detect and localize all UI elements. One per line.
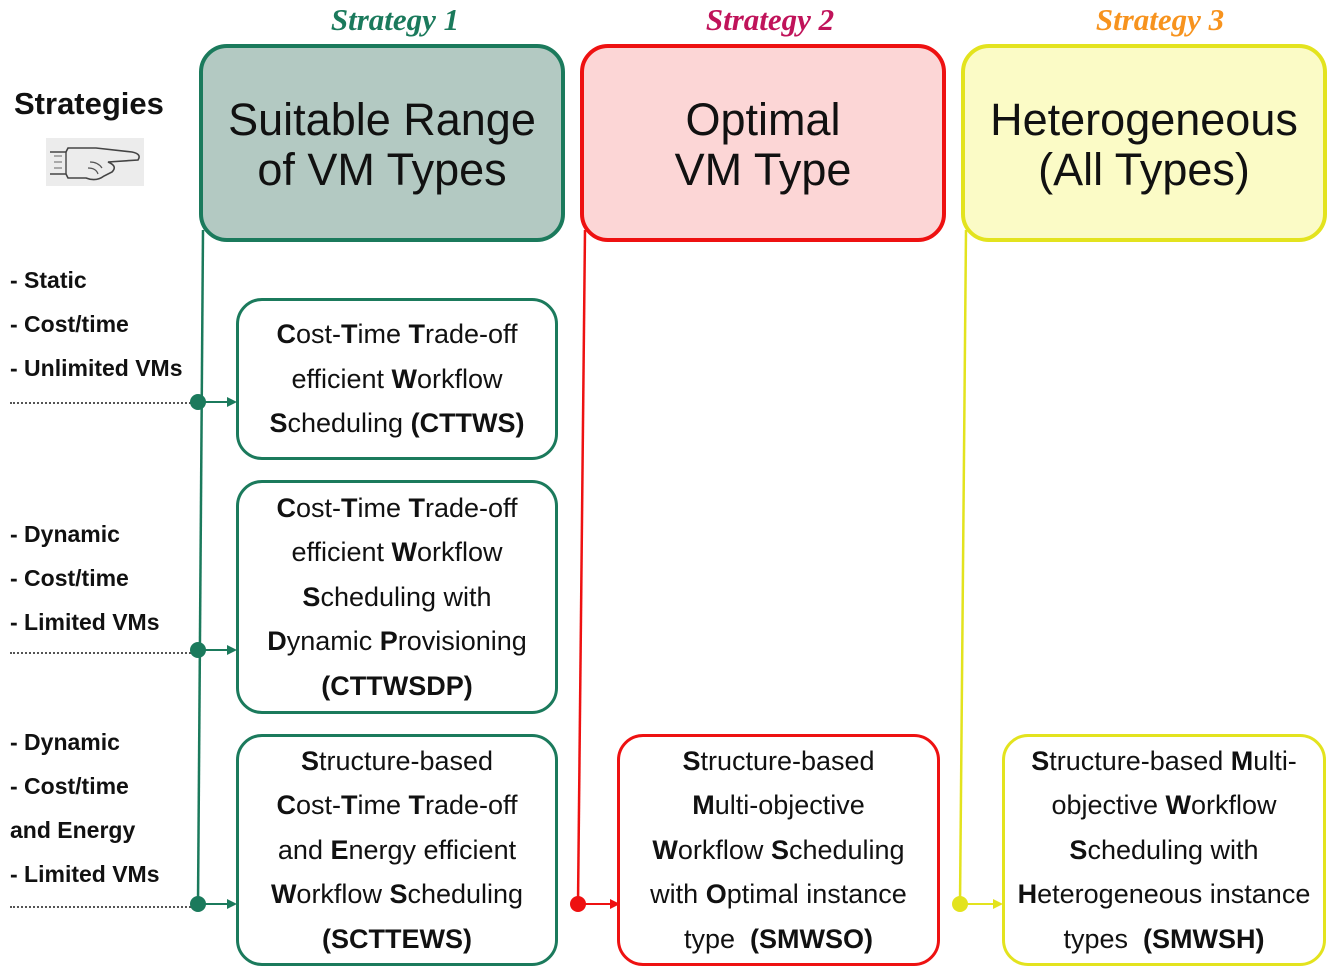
pointing-hand-icon	[46, 138, 144, 186]
algorithm-line: efficient Workflow	[291, 363, 503, 394]
algorithm-line: Structure-based	[300, 745, 494, 776]
algorithm-smwsh-text: Structure-based Multi-objective Workflow…	[1018, 739, 1311, 962]
strategy-3-title: Strategy 3	[1095, 2, 1225, 37]
condition-static-label: - Static - Cost/time - Unlimited VMs	[10, 267, 183, 381]
algorithm-line: Multi-objective	[692, 790, 865, 821]
algorithm-line: Cost-Time Trade-off	[276, 790, 518, 821]
strategy-2-box: Optimal VM Type	[580, 44, 946, 242]
algorithm-line: efficient Workflow	[291, 537, 503, 568]
algorithm-line: Structure-based Multi-	[1031, 745, 1297, 776]
algorithm-line: Workflow Scheduling	[270, 879, 524, 910]
algorithm-line: type (SMWSO)	[683, 923, 873, 954]
strategy-2-title: Strategy 2	[705, 2, 835, 37]
separator-line	[10, 906, 198, 908]
strategies-label: Strategies	[14, 86, 164, 121]
algorithm-line: Workflow Scheduling	[652, 834, 905, 865]
strategy-1-box: Suitable Range of VM Types	[199, 44, 565, 242]
algorithm-line: Cost-Time Trade-off	[276, 319, 518, 350]
algorithm-line: Structure-based	[682, 745, 875, 776]
condition-dynamic-energy-label: - Dynamic - Cost/time and Energy - Limit…	[10, 729, 160, 887]
condition-dynamic-label: - Dynamic - Cost/time - Limited VMs	[10, 521, 160, 635]
separator-line	[10, 652, 198, 654]
algorithm-line: (SCTTEWS)	[322, 923, 472, 954]
algorithm-smwsh-box: Structure-based Multi-objective Workflow…	[1002, 734, 1326, 966]
strategy-1-title: Strategy 1	[330, 2, 460, 37]
algorithm-line: (CTTWSDP)	[321, 670, 473, 701]
algorithm-line: Cost-Time Trade-off	[276, 492, 518, 523]
algorithm-line: types (SMWSH)	[1063, 923, 1265, 954]
strategy-3-box: Heterogeneous (All Types)	[961, 44, 1327, 242]
algorithm-line: Scheduling with	[302, 581, 492, 612]
separator-line	[10, 402, 198, 404]
algorithm-line: Heterogeneous instance	[1017, 879, 1311, 910]
algorithm-line: with Optimal instance	[650, 879, 907, 910]
algorithm-line: Scheduling with	[1069, 834, 1259, 865]
algorithm-line: Scheduling (CTTWS)	[269, 408, 525, 439]
algorithm-line: Dynamic Provisioning	[267, 626, 527, 657]
algorithm-line: objective Workflow	[1051, 790, 1277, 821]
algorithm-line: and Energy efficient	[277, 834, 517, 865]
